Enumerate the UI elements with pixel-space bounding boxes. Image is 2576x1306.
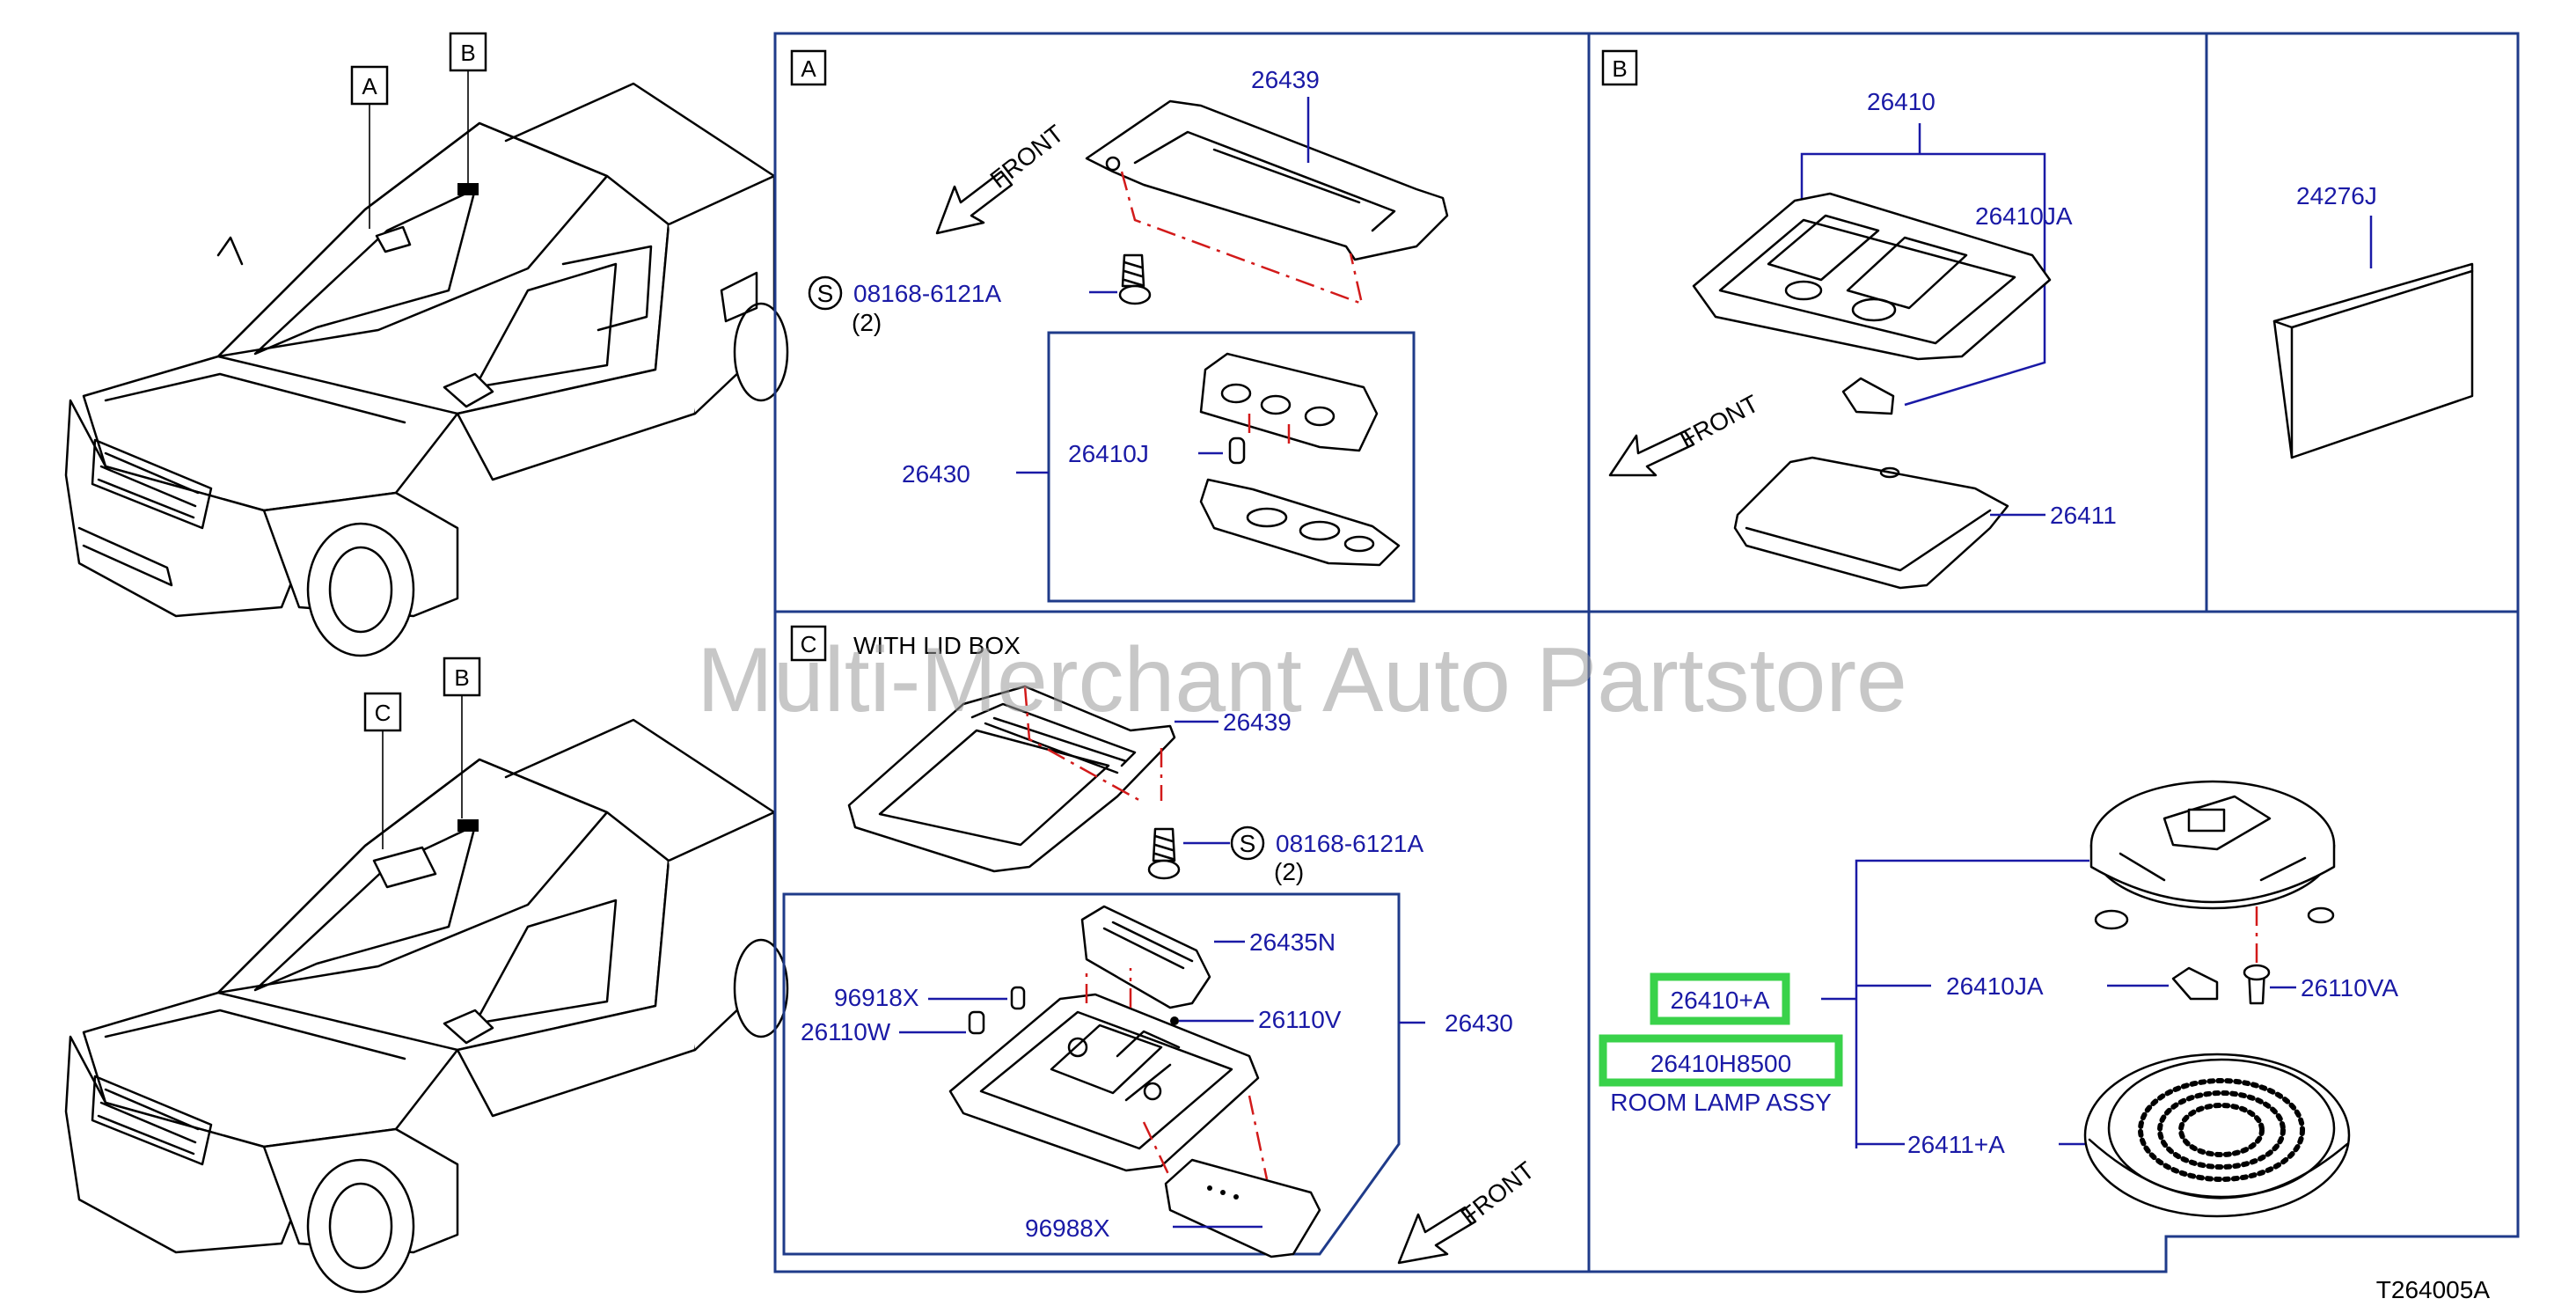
screw-icon [2243,964,2271,1005]
svg-text:26110W: 26110W [801,1018,891,1046]
vehicle-callout-A: A [350,65,389,229]
svg-text:WITH LID BOX: WITH LID BOX [853,632,1021,659]
svg-text:96918X: 96918X [834,984,919,1011]
svg-text:26411+A: 26411+A [1907,1131,2005,1158]
svg-text:08168-6121A: 08168-6121A [1276,830,1423,857]
svg-text:26435N: 26435N [1249,928,1336,956]
svg-text:B: B [1612,55,1627,82]
watermark: Multi-Merchant Auto Partstore [697,629,1907,731]
part-description: ROOM LAMP ASSY [1610,1089,1832,1116]
svg-text:96988X: 96988X [1025,1214,1110,1242]
bulb-icon [1841,377,1895,415]
svg-text:A: A [362,73,377,99]
svg-text:B: B [460,40,475,66]
vehicle-callout-B-bottom: B [443,657,481,818]
svg-text:C: C [375,700,392,726]
front-arrow-icon [1608,429,1695,477]
svg-text:B: B [454,664,469,691]
front-arrow-icon [1397,1206,1477,1265]
svg-text:24276J: 24276J [2296,182,2377,209]
lamp-26430 [1199,352,1401,567]
harness-24276J [2272,262,2474,459]
svg-text:26410J: 26410J [1068,440,1149,467]
bulb-icon [1228,437,1246,465]
vehicle-top-view [64,82,789,657]
bulb-icon [968,986,1026,1035]
svg-text:S: S [817,280,834,307]
screw-icon [1118,253,1152,305]
screw-icon [1147,827,1181,880]
bulb-icon [2171,966,2219,1001]
svg-text:26411: 26411 [2050,502,2117,529]
panel-b: B 26410 26410JA FRONT 26411 24276J [1601,49,2474,590]
part-number[interactable]: 26410H8500 [1650,1050,1791,1077]
svg-text:A: A [801,55,816,82]
assy-part[interactable]: 26410+A [1671,987,1770,1014]
svg-text:26439: 26439 [1223,708,1292,736]
vehicle-callout-B-top: B [449,32,487,183]
svg-text:26410: 26410 [1867,88,1936,115]
round-lens-grille [2083,1053,2351,1218]
svg-text:C: C [801,631,817,657]
svg-text:26410JA: 26410JA [1946,972,2044,1000]
highlight-box [1650,972,1790,1025]
panel-d: 26410+A 26410H8500 ROOM LAMP ASSY 26410J… [1599,780,2398,1218]
front-arrow-icon [935,170,1014,235]
svg-text:FRONT: FRONT [1675,390,1763,454]
panel-frames [773,32,2520,1273]
lid-96988X [1164,1158,1321,1258]
vehicle-callout-C: C [363,692,402,849]
switch-26435N [1080,905,1211,1009]
svg-text:26110V: 26110V [1258,1006,1342,1033]
round-lamp-housing [2089,780,2336,930]
svg-text:S: S [1240,830,1256,857]
bracket-26439 [1085,99,1449,261]
bracket-26439-lid [847,685,1176,873]
svg-text:26439: 26439 [1251,66,1320,93]
vehicle-lower-view [64,718,789,1294]
svg-text:26430: 26430 [1445,1009,1513,1037]
svg-text:26410JA: 26410JA [1975,202,2073,230]
lens-26411 [1733,456,2009,590]
room-lamp-housing [1692,192,2052,361]
svg-text:26110VA: 26110VA [2301,974,2398,1002]
svg-text:FRONT: FRONT [1456,1156,1540,1230]
svg-text:26430: 26430 [902,460,970,488]
svg-text:FRONT: FRONT [985,120,1069,194]
panel-a: A FRONT 26439 S 08168-6121A (2) [790,49,1449,567]
highlight-box [1599,1034,1843,1087]
lamp-26430-lid [948,993,1260,1172]
svg-text:08168-6121A: 08168-6121A [853,280,1001,307]
drawing-code: T264005A [2376,1276,2491,1303]
svg-text:(2): (2) [852,309,882,336]
svg-text:(2): (2) [1274,858,1304,885]
